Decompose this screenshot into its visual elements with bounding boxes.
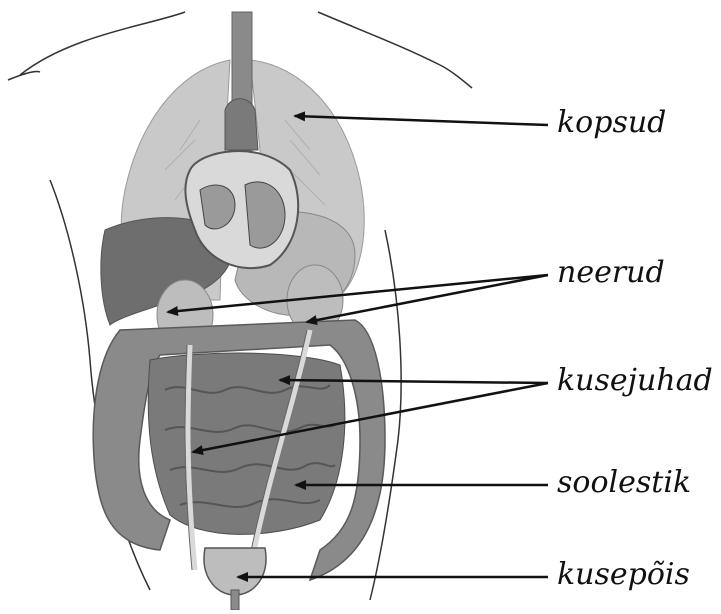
label-bladder: kusepõis	[557, 560, 690, 590]
label-kidneys: neerud	[557, 258, 665, 288]
label-lungs: kopsud	[557, 108, 666, 138]
label-intestines: soolestik	[557, 468, 691, 498]
label-ureters: kusejuhad	[557, 366, 713, 396]
bladder	[204, 548, 266, 610]
pointer-kidney-left	[168, 275, 548, 312]
